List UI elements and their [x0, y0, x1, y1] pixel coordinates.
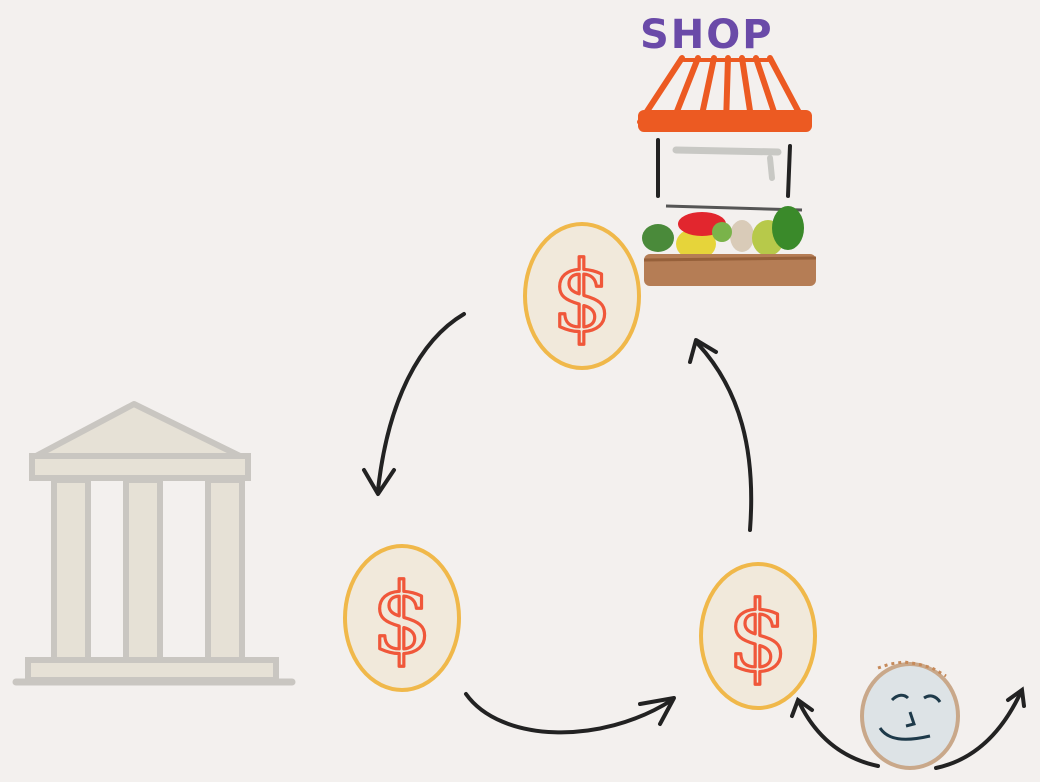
bank-building-icon [12, 401, 296, 686]
arrow-shop-to-bank [362, 312, 466, 496]
coin-shop: $ [523, 222, 641, 370]
coin-symbol: $ [551, 241, 612, 353]
awning [638, 110, 812, 132]
shop-counter [644, 254, 816, 286]
produce [642, 204, 804, 260]
coin-icon [523, 222, 641, 370]
arrow-bank-to-person [464, 692, 676, 735]
coin-symbol: $ [371, 563, 432, 675]
coin-icon [699, 562, 817, 710]
coin-person: $ [699, 562, 817, 710]
coin-bank: $ [343, 544, 461, 692]
shop-icon: SHOP [637, 12, 817, 286]
coin-symbol: $ [727, 581, 788, 693]
coin-icon [343, 544, 461, 692]
shop-label: SHOP [640, 12, 774, 58]
arrow-person-to-shop [688, 338, 754, 532]
person-icon [790, 660, 1026, 770]
